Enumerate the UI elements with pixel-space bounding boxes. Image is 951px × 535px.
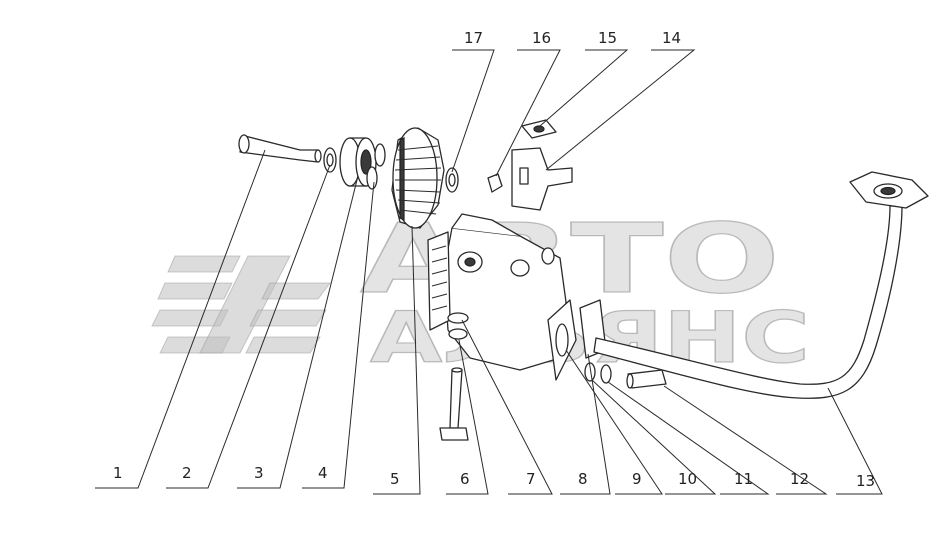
leader-lines	[95, 49, 883, 495]
callout-11: 11	[734, 470, 753, 488]
part-1-axle	[238, 134, 322, 163]
part-17-washer	[445, 167, 459, 193]
part-5-gear	[391, 127, 445, 229]
callout-2: 2	[182, 464, 192, 482]
part-14-bracket	[511, 147, 573, 211]
part-10-washer	[584, 362, 596, 382]
part-16-nut	[487, 173, 503, 193]
callout-4: 4	[318, 464, 328, 482]
part-15-plate	[521, 119, 557, 139]
callout-12: 12	[790, 470, 809, 488]
callout-16: 16	[532, 29, 551, 47]
part-13-pipe	[593, 171, 929, 399]
part-4-snap-ring	[366, 143, 386, 190]
callout-8: 8	[578, 470, 588, 488]
callout-6: 6	[460, 470, 470, 488]
callout-13: 13	[856, 472, 875, 490]
part-11-washer	[600, 364, 612, 384]
callout-5: 5	[390, 470, 400, 488]
pump-housing	[427, 213, 567, 371]
callout-15: 15	[598, 29, 617, 47]
part-6-bolt	[439, 367, 469, 441]
callout-1: 1	[113, 464, 123, 482]
callout-7: 7	[526, 470, 536, 488]
callout-10: 10	[678, 470, 697, 488]
part-9-gasket	[547, 299, 577, 381]
watermark-logo	[151, 255, 331, 354]
part-7-washer	[447, 312, 469, 340]
callout-9: 9	[632, 470, 642, 488]
callout-3: 3	[254, 464, 264, 482]
callout-17: 17	[464, 29, 483, 47]
callout-14: 14	[662, 29, 681, 47]
part-12-pin	[626, 369, 667, 389]
part-2-washer	[323, 147, 337, 173]
